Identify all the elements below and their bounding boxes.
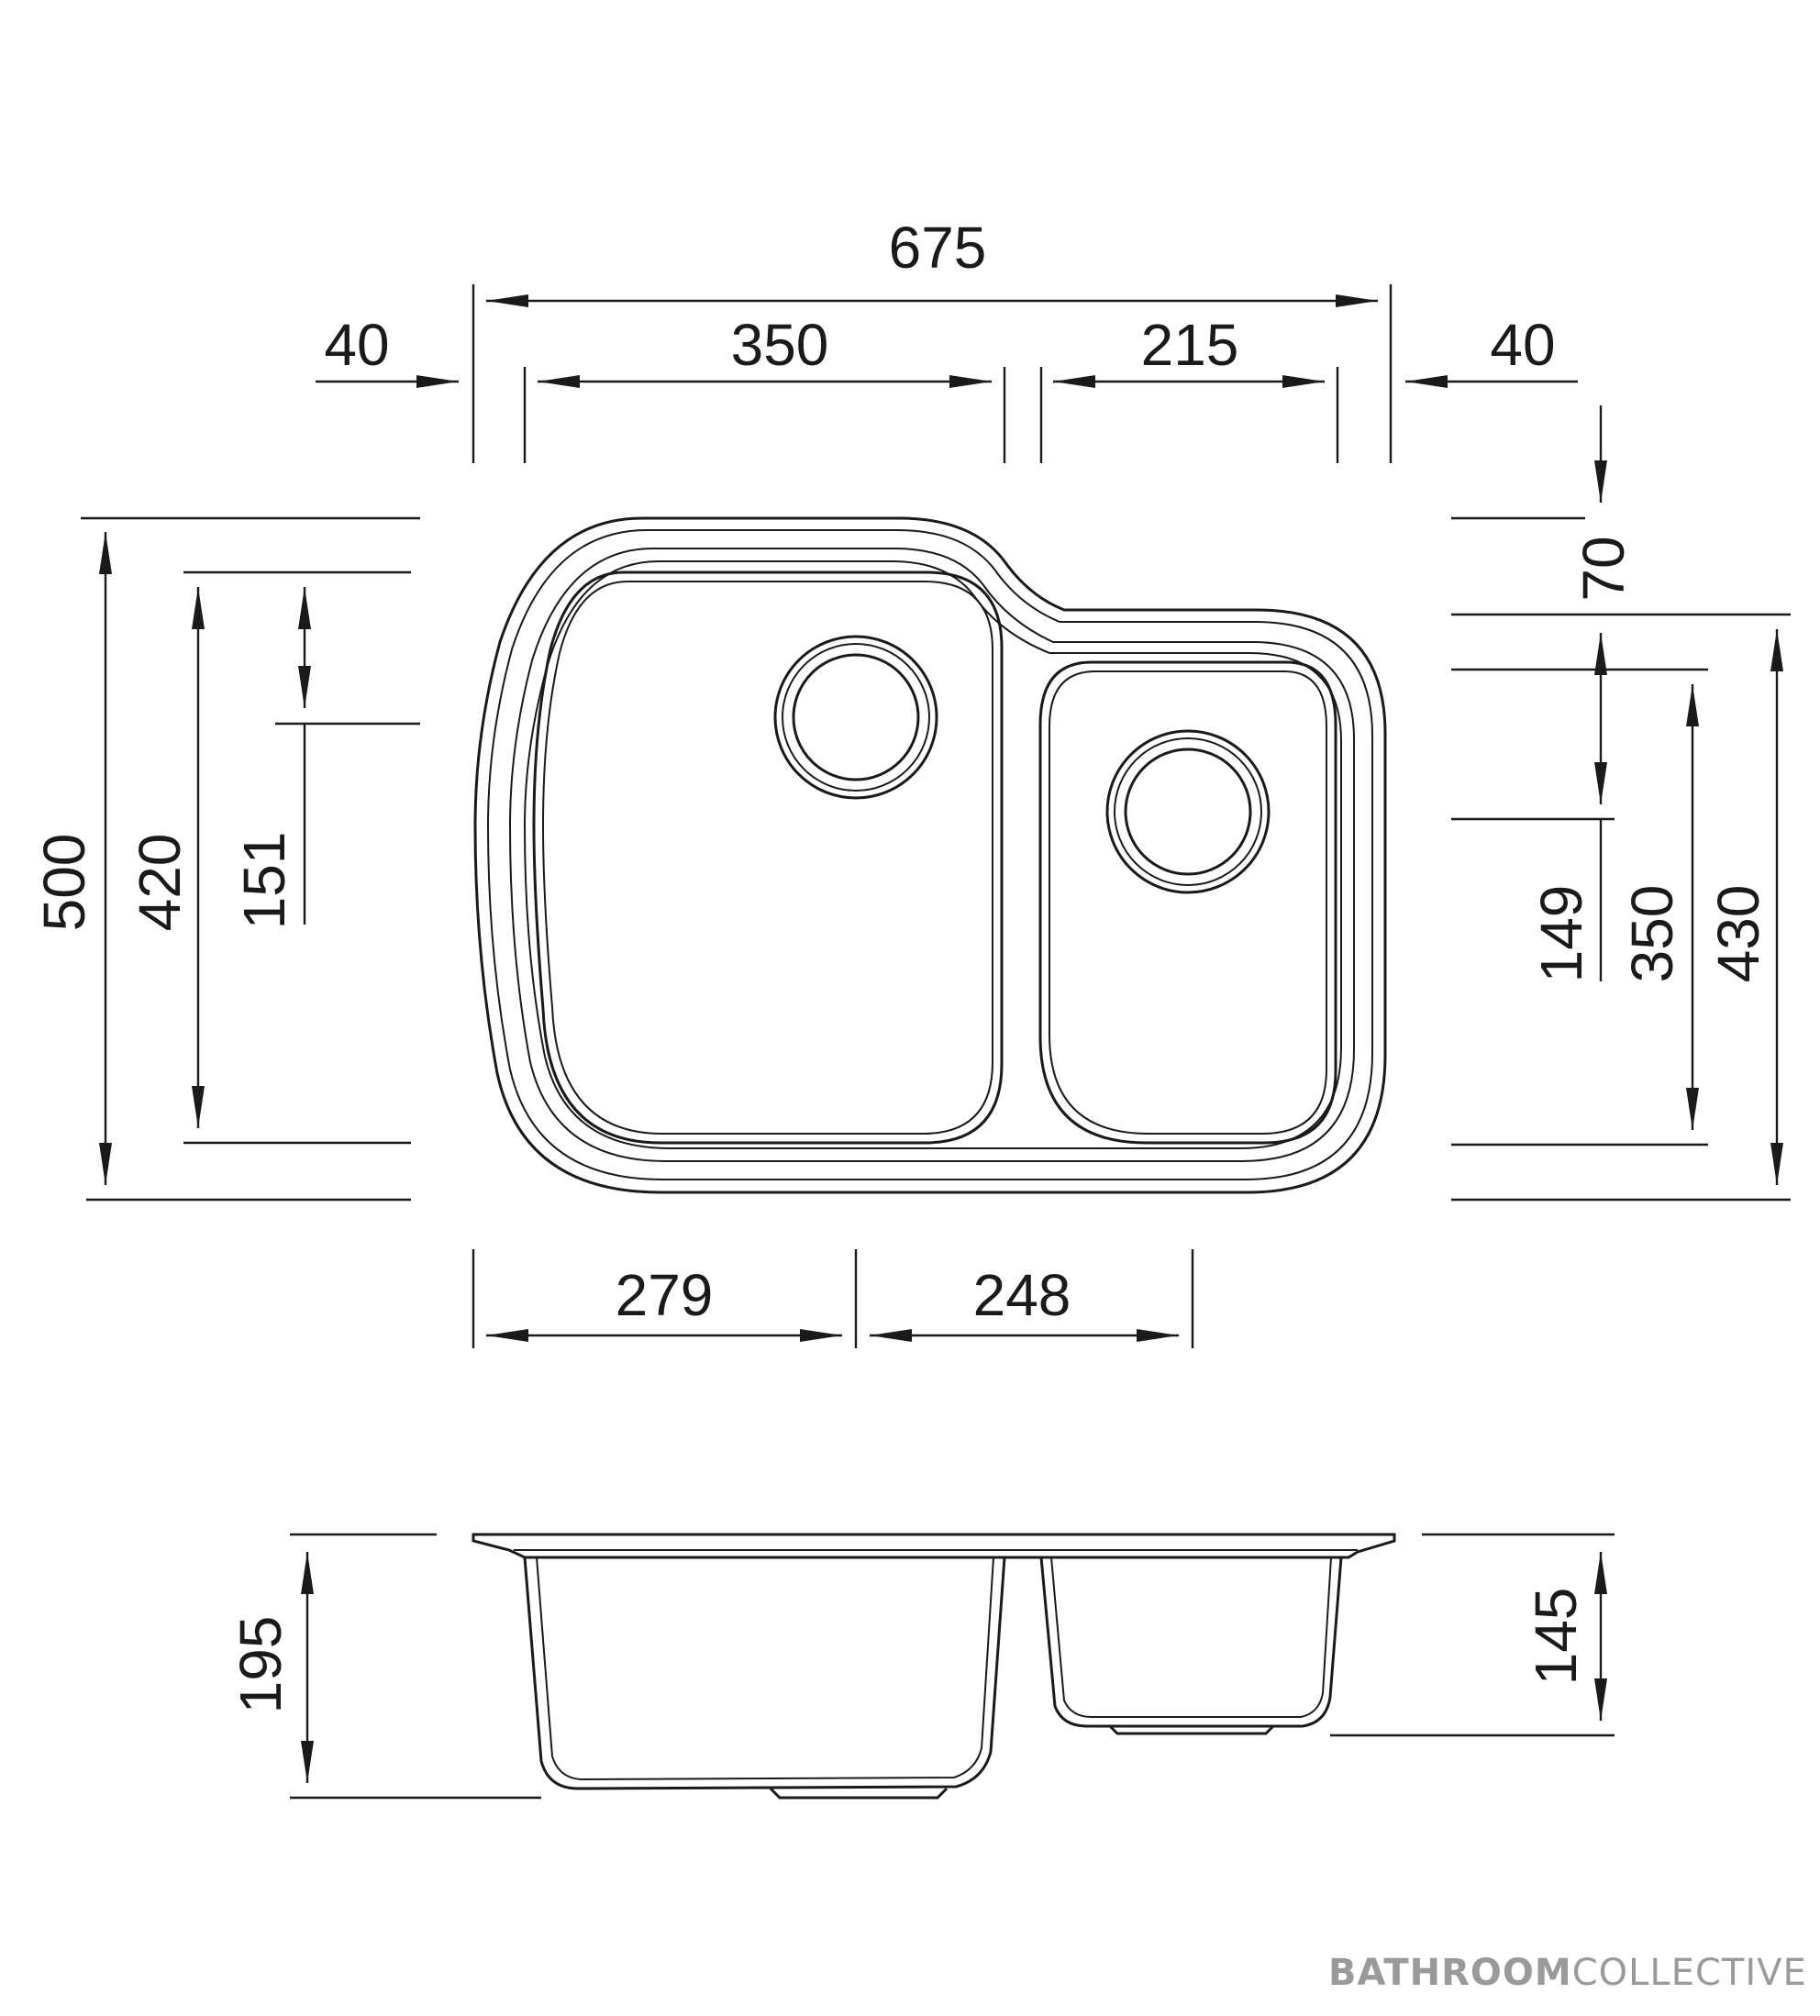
right-dimensions: 70 149 350 430	[1451, 405, 1791, 1202]
left-waste-outlet-inner	[792, 653, 920, 781]
side-view-right-waste	[1108, 1724, 1275, 1735]
overall-width-label: 675	[889, 215, 987, 281]
top-dimensions: 675 350 215 40 40	[316, 215, 1578, 463]
waste-centre-dimensions: 279 248	[472, 1249, 1194, 1348]
right-overall-depth-label: 430	[1705, 885, 1771, 983]
side-view-left-waste	[769, 1787, 949, 1800]
right-bowl-height-label: 145	[1523, 1588, 1589, 1686]
sink-top-view	[473, 516, 1387, 1194]
right-waste-centre-label: 248	[973, 1262, 1071, 1328]
side-view-rim	[472, 1533, 1396, 1559]
overall-depth-label: 500	[31, 834, 97, 932]
left-bowl-inner	[541, 581, 993, 1135]
right-waste-offset-label: 149	[1528, 885, 1594, 983]
left-margin-label: 40	[324, 312, 389, 378]
brand-logo: BATHROOMCOLLECTIVE	[1328, 1952, 1807, 1994]
side-view-left-bowl	[523, 1556, 1006, 1790]
left-bowl	[532, 570, 1004, 1145]
right-bowl-width-label: 215	[1141, 312, 1239, 378]
left-waste-offset-label: 151	[231, 832, 297, 930]
right-margin-label: 40	[1490, 312, 1555, 378]
right-bowl	[1038, 660, 1337, 1145]
left-bowl-height-label: 195	[228, 1616, 294, 1714]
right-waste-outlet-outer	[1105, 729, 1271, 894]
brand-logo-bold: BATHROOM	[1328, 1952, 1572, 1994]
right-bowl-inner	[1049, 670, 1327, 1135]
brand-logo-light: COLLECTIVE	[1571, 1952, 1807, 1994]
right-bowl-depth-label: 350	[1619, 885, 1685, 983]
sink-rim-line-2	[486, 529, 1373, 1180]
sink-rim-line-4	[523, 560, 1342, 1149]
left-waste-outlet-outer	[773, 635, 938, 800]
left-bowl-width-label: 350	[731, 312, 829, 378]
sink-side-view: 195 145	[228, 1533, 1615, 1800]
right-waste-outlet-mid	[1114, 737, 1262, 886]
left-dimensions: 500 420 151	[31, 516, 420, 1202]
right-waste-outlet-inner	[1124, 748, 1252, 876]
side-view-right-bowl	[1039, 1556, 1343, 1728]
sink-outer-rim	[473, 516, 1387, 1194]
right-top-offset-label: 70	[1570, 536, 1637, 601]
left-bowl-depth-label: 420	[127, 834, 193, 932]
left-waste-outlet-mid	[782, 643, 930, 792]
left-waste-centre-label: 279	[616, 1262, 714, 1328]
sink-rim-line-3	[508, 548, 1355, 1162]
